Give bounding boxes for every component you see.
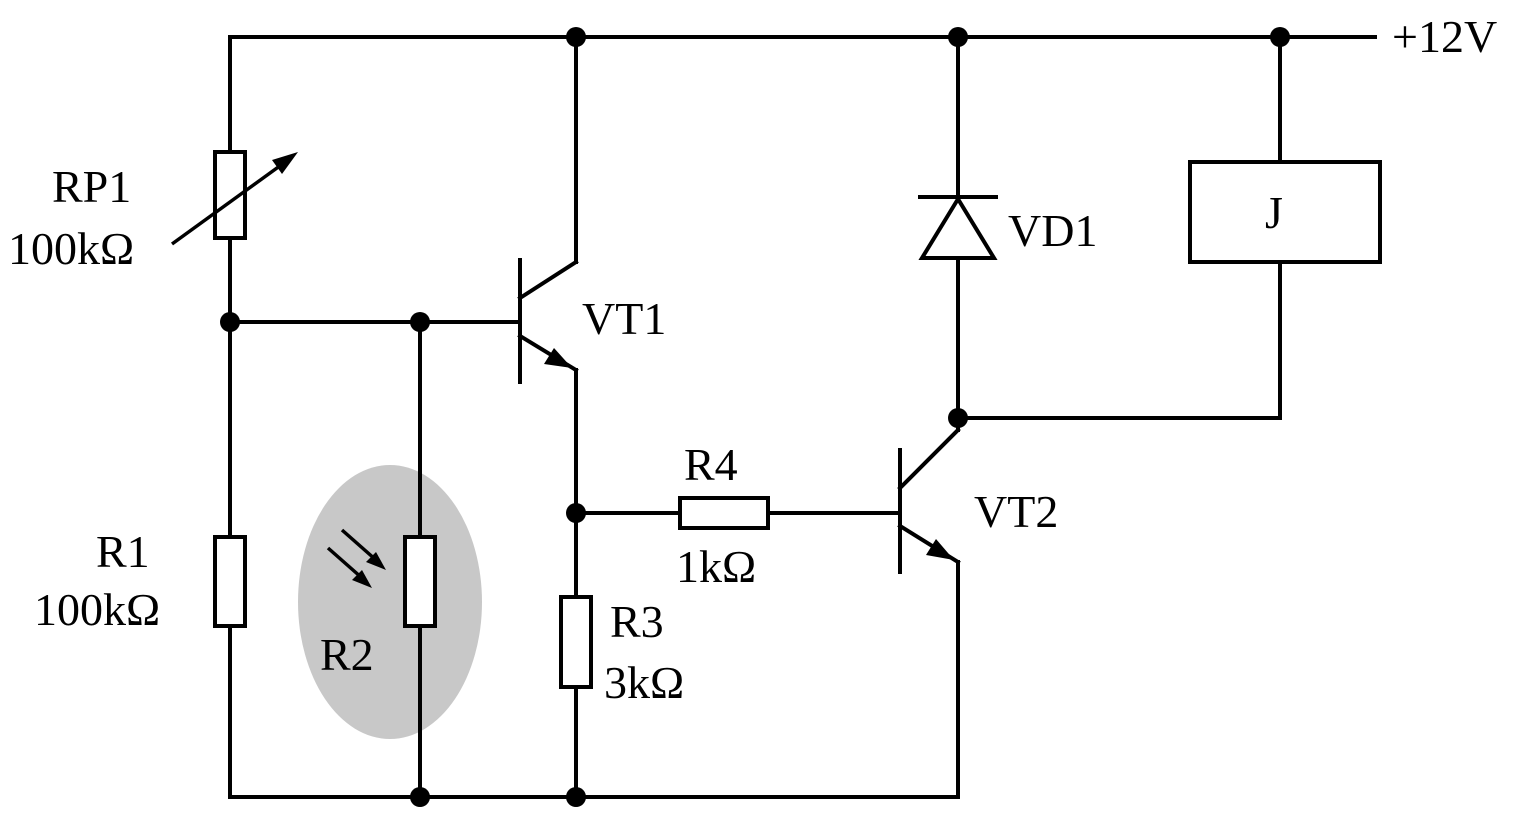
junction-dot [410,312,430,332]
vt2-transistor [897,427,961,574]
r2-photoresistor [326,528,437,628]
junction-dot [566,503,586,523]
supply-label: +12V [1392,11,1497,62]
r4-resistor [678,496,770,530]
junction-dot [948,27,968,47]
photoresistor-highlight [298,465,482,739]
junctions [220,27,1290,807]
vt1-transistor [517,258,579,384]
r1-resistor [213,535,247,628]
rp1-name-label: RP1 [52,161,131,212]
relay-name-label: J [1265,187,1283,238]
rp1-variable-resistor [170,150,298,246]
vd1-diode [918,195,998,260]
r3-value-label: 3kΩ [604,657,684,708]
junction-dot [948,408,968,428]
r2-name-label: R2 [320,629,374,680]
r4-name-label: R4 [684,439,738,490]
r1-name-label: R1 [96,526,150,577]
r3-resistor [559,595,593,689]
relay-coil [1188,160,1382,264]
vd1-name-label: VD1 [1008,205,1097,256]
junction-dot [1270,27,1290,47]
junction-dot [410,787,430,807]
r1-value-label: 100kΩ [34,584,160,635]
vt2-name-label: VT2 [974,486,1058,537]
r4-value-label: 1kΩ [676,541,756,592]
junction-dot [566,27,586,47]
wires [228,35,1377,799]
junction-dot [566,787,586,807]
rp1-value-label: 100kΩ [8,223,134,274]
vt1-name-label: VT1 [582,293,666,344]
junction-dot [220,312,240,332]
r3-name-label: R3 [610,596,664,647]
